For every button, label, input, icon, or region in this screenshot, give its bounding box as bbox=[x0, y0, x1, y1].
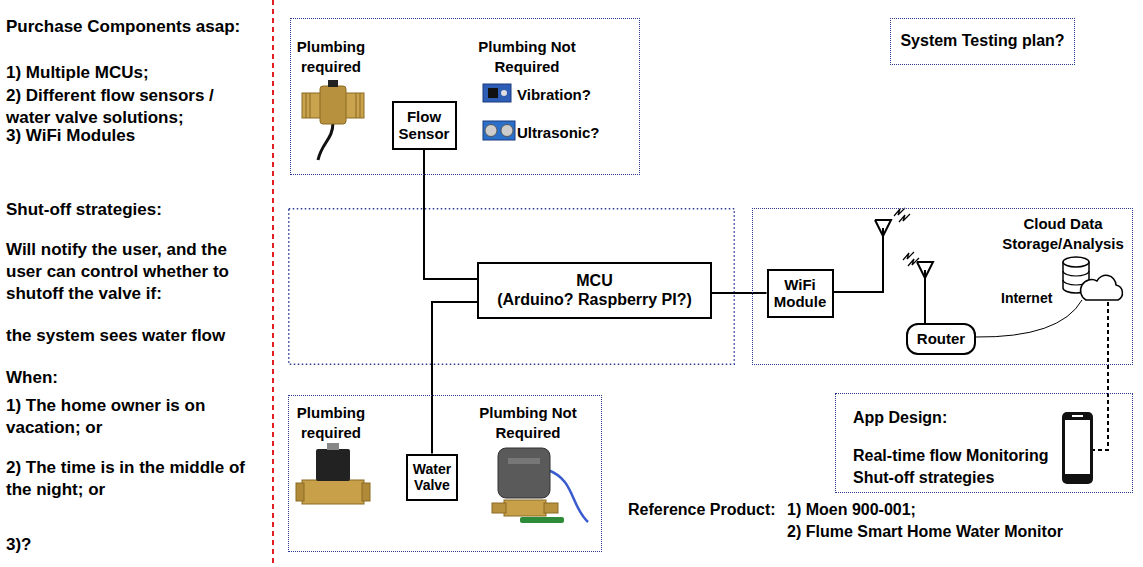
ultrasonic-sensor-picture bbox=[483, 121, 515, 140]
connector-line bbox=[1107, 365, 1109, 393]
group-text: Cloud Data Storage/Analysis bbox=[998, 214, 1128, 254]
group-text: Plumbing Not Required bbox=[470, 403, 586, 443]
note-text: 2) Flume Smart Home Water Monitor bbox=[787, 521, 1107, 543]
note-text: When: bbox=[6, 367, 268, 389]
group-text: App Design: bbox=[853, 408, 1053, 428]
connector-line bbox=[432, 302, 477, 454]
note-text: 3) WiFi Modules bbox=[6, 125, 268, 147]
group-text: Vibration? bbox=[517, 85, 627, 105]
connector-line bbox=[424, 150, 477, 280]
divider-line bbox=[273, 0, 274, 567]
connector-line bbox=[712, 292, 767, 294]
flow-sensor-picture bbox=[302, 80, 364, 160]
group-text: Plumbing required bbox=[291, 37, 371, 77]
component-box: Router bbox=[906, 323, 976, 355]
box-label: MCU bbox=[483, 272, 706, 290]
group-text: Internet bbox=[1001, 288, 1061, 308]
note-text: the system sees water flow bbox=[6, 325, 268, 347]
box-label: (Arduino? Raspberry PI?) bbox=[483, 291, 706, 309]
component-box: WiFi Module bbox=[767, 269, 834, 318]
group-text: Plumbing required bbox=[291, 403, 371, 443]
solenoid-valve-picture bbox=[296, 443, 370, 504]
component-box: Water Valve bbox=[406, 454, 458, 501]
box-label: Flow Sensor bbox=[398, 108, 451, 143]
antenna-symbol bbox=[903, 252, 933, 323]
component-box: System Testing plan? bbox=[890, 18, 1075, 65]
group-text: Shut-off strategies bbox=[853, 468, 1053, 488]
group-box: Cloud Data Storage/AnalysisInternet WiFi … bbox=[752, 208, 1133, 365]
group-box: Plumbing required Plumbing Not RequiredWa… bbox=[288, 395, 602, 552]
note-text: Purchase Components asap: bbox=[6, 16, 268, 38]
group-text: Ultrasonic? bbox=[517, 123, 627, 143]
component-box: MCU(Arduino? Raspberry PI?) bbox=[477, 262, 712, 319]
note-text: 2) The time is in the middle of the nigh… bbox=[6, 457, 261, 501]
box-label: Water Valve bbox=[412, 461, 452, 493]
note-text: Will notify the user, and the user can c… bbox=[6, 239, 246, 305]
antenna-symbol bbox=[830, 208, 910, 292]
cloud-to-app-link bbox=[1093, 302, 1108, 450]
motorized-valve-picture bbox=[492, 448, 588, 523]
note-text: 1) Moen 900-001; bbox=[787, 499, 987, 521]
group-box: Plumbing required Plumbing Not RequiredVi… bbox=[290, 18, 640, 175]
note-text: 1) The home owner is on vacation; or bbox=[6, 395, 246, 439]
group-outline bbox=[289, 209, 735, 365]
group-text: Real-time flow Monitoring bbox=[853, 446, 1068, 466]
vibration-sensor-picture bbox=[483, 84, 511, 102]
note-text: Shut-off strategies: bbox=[6, 199, 268, 221]
note-text: 1) Multiple MCUs; bbox=[6, 62, 268, 84]
note-text: 3)? bbox=[6, 534, 268, 556]
phone-icon bbox=[1062, 412, 1093, 484]
group-text: Plumbing Not Required bbox=[469, 37, 585, 77]
box-label: System Testing plan? bbox=[895, 32, 1070, 50]
cloud-database-icon bbox=[1063, 257, 1122, 300]
note-text: 2) Different flow sensors / water valve … bbox=[6, 85, 246, 129]
group-box: App Design: Real-time flow MonitoringShut… bbox=[835, 393, 1133, 493]
note-text: Reference Product: bbox=[628, 499, 784, 521]
component-box: Flow Sensor bbox=[392, 101, 457, 150]
box-label: Router bbox=[912, 330, 970, 347]
box-label: WiFi Module bbox=[773, 276, 828, 311]
